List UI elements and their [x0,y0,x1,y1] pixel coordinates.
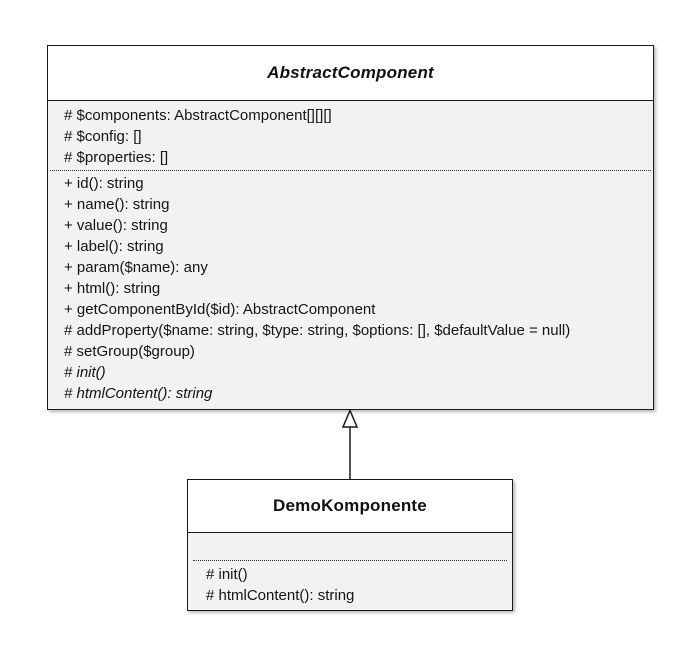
method-row: + getComponentById($id): AbstractCompone… [64,301,376,318]
abstract-method-row: # htmlContent(): string [64,385,213,402]
inheritance-arrow [341,409,359,480]
class-body-demo-komponente: # init() # htmlContent(): string [188,533,512,606]
attributes-methods-divider [50,170,651,171]
methods-compartment: + id(): string + name(): string + value(… [48,171,653,404]
abstract-method-row: # init() [64,364,106,381]
method-row: + param($name): any [64,259,208,276]
class-box-abstract-component: AbstractComponent # $components: Abstrac… [47,45,654,410]
method-row: + value(): string [64,217,168,234]
attribute-row: # $properties: [] [64,149,169,166]
method-row: # setGroup($group) [64,343,195,360]
attribute-row: # $components: AbstractComponent[][][] [64,107,332,124]
method-row: + id(): string [64,175,144,192]
method-row: # addProperty($name: string, $type: stri… [64,322,571,339]
attributes-compartment-empty [188,533,512,560]
attributes-methods-divider [193,560,507,561]
method-row: + html(): string [64,280,161,297]
class-title-bar-abstract-component: AbstractComponent [48,46,653,101]
inheritance-triangle-icon [341,409,359,428]
method-row: # htmlContent(): string [206,587,355,604]
attributes-compartment: # $components: AbstractComponent[][][] #… [48,101,653,168]
method-row: # init() [206,566,248,583]
method-row: + name(): string [64,196,170,213]
class-title-bar-demo-komponente: DemoKomponente [188,480,512,533]
method-row: + label(): string [64,238,164,255]
methods-compartment: # init() # htmlContent(): string [188,561,512,606]
class-name-abstract-component: AbstractComponent [267,63,434,82]
class-body-abstract-component: # $components: AbstractComponent[][][] #… [48,101,653,404]
attribute-row: # $config: [] [64,128,142,145]
class-box-demo-komponente: DemoKomponente # init() # htmlContent():… [187,479,513,611]
class-name-demo-komponente: DemoKomponente [273,496,427,515]
